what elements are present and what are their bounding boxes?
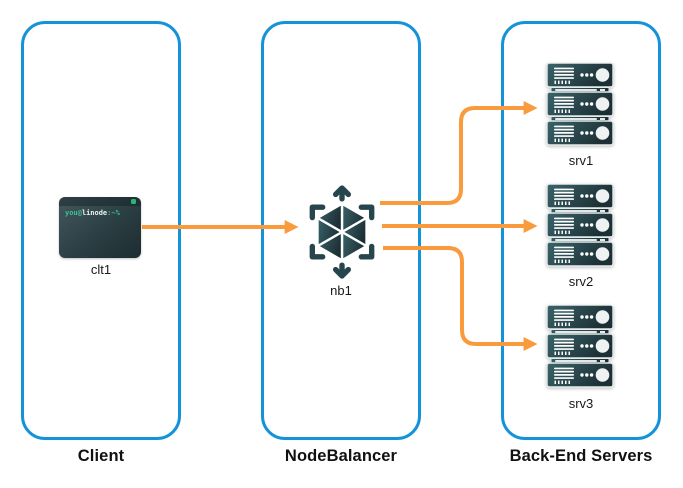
prompt-tail: :~%	[107, 209, 120, 217]
nodebalancer-node-label: nb1	[330, 283, 352, 298]
prompt-user: you@	[65, 209, 82, 217]
server2-node-label: srv2	[568, 274, 594, 289]
server1-node-label: srv1	[568, 153, 594, 168]
backend-group-label: Back-End Servers	[509, 447, 653, 465]
terminal-prompt: you@linode:~%	[65, 209, 120, 217]
server3-node-label: srv3	[568, 396, 594, 411]
server-rack-icon	[546, 184, 614, 268]
client-node-label: clt1	[90, 262, 112, 277]
terminal-icon: you@linode:~%	[59, 197, 141, 258]
prompt-host: linode	[81, 209, 108, 217]
server-rack-icon	[546, 63, 614, 147]
nodebalancer-group-label: NodeBalancer	[284, 447, 398, 465]
nodebalancer-group-box	[261, 21, 421, 440]
terminal-titlebar	[59, 197, 141, 206]
hexagon-arrows-icon	[309, 185, 375, 279]
client-group-label: Client	[77, 447, 125, 465]
backend-group-box	[501, 21, 661, 440]
server-rack-icon	[546, 305, 614, 389]
client-group-box	[21, 21, 181, 440]
terminal-green-dot-icon	[131, 199, 136, 204]
